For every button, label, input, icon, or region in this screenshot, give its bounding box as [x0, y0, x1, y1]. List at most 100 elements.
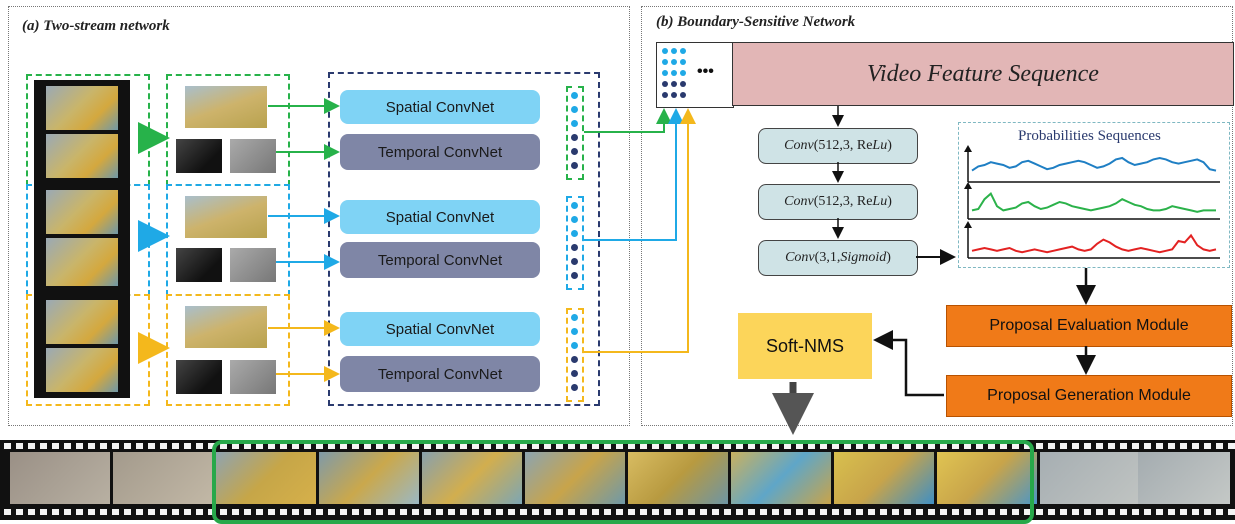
film-sprocket-hole — [340, 443, 347, 449]
probability-charts — [964, 145, 1220, 259]
film-sprocket-hole — [796, 509, 803, 515]
film-sprocket-hole — [772, 509, 779, 515]
film-sprocket-hole — [1060, 443, 1067, 449]
film-sprocket-hole — [1000, 443, 1007, 449]
film-sprocket-hole — [448, 509, 455, 515]
film-sprocket-hole — [1204, 509, 1211, 515]
film-sprocket-hole — [112, 509, 119, 515]
film-sprocket-hole — [28, 509, 35, 515]
film-frame — [937, 452, 1037, 504]
film-sprocket-hole — [940, 509, 947, 515]
film-frame — [731, 452, 831, 504]
film-sprocket-hole — [856, 509, 863, 515]
film-frame — [628, 452, 728, 504]
temporal-convnet-3: Temporal ConvNet — [340, 356, 540, 392]
film-sprocket-hole — [1096, 443, 1103, 449]
video-frame — [46, 86, 118, 130]
video-frame — [46, 134, 118, 178]
prob-axis-arrow — [964, 182, 972, 189]
film-sprocket-hole — [868, 509, 875, 515]
film-sprocket-hole — [100, 509, 107, 515]
film-sprocket-hole — [16, 509, 23, 515]
feature-dot-grid: ••• — [656, 42, 734, 108]
film-sprocket-hole — [784, 443, 791, 449]
film-frame-faded — [1040, 452, 1140, 504]
film-frame — [319, 452, 419, 504]
film-sprocket-hole — [76, 443, 83, 449]
film-sprocket-hole — [328, 509, 335, 515]
feature-dots — [662, 48, 686, 76]
film-sprocket-hole — [916, 509, 923, 515]
film-sprocket-hole — [1192, 443, 1199, 449]
film-sprocket-hole — [700, 509, 707, 515]
panel-a-title: (a) Two-stream network — [22, 18, 170, 34]
film-sprocket-hole — [724, 443, 731, 449]
film-sprocket-hole — [364, 443, 371, 449]
film-sprocket-hole — [1036, 509, 1043, 515]
film-sprocket-hole — [268, 443, 275, 449]
film-sprocket-hole — [4, 443, 11, 449]
film-sprocket-hole — [1024, 509, 1031, 515]
film-sprocket-hole — [784, 509, 791, 515]
film-sprocket-hole — [916, 443, 923, 449]
film-sprocket-hole — [220, 509, 227, 515]
film-sprocket-hole — [820, 443, 827, 449]
film-sprocket-hole — [808, 443, 815, 449]
film-sprocket-hole — [964, 509, 971, 515]
film-sprocket-hole — [808, 509, 815, 515]
film-sprocket-hole — [640, 509, 647, 515]
film-sprocket-hole — [748, 443, 755, 449]
film-sprocket-hole — [64, 509, 71, 515]
panel-b-title: (b) Boundary-Sensitive Network — [656, 14, 856, 30]
film-sprocket-hole — [628, 509, 635, 515]
film-sprocket-hole — [616, 509, 623, 515]
film-sprocket-hole — [1180, 509, 1187, 515]
film-sprocket-hole — [1156, 509, 1163, 515]
film-sprocket-hole — [460, 509, 467, 515]
film-sprocket-hole — [568, 443, 575, 449]
film-sprocket-hole — [424, 509, 431, 515]
film-sprocket-hole — [16, 443, 23, 449]
film-sprocket-hole — [580, 443, 587, 449]
film-sprocket-hole — [544, 443, 551, 449]
film-sprocket-hole — [100, 443, 107, 449]
film-sprocket-hole — [1084, 509, 1091, 515]
film-sprocket-hole — [280, 509, 287, 515]
film-sprocket-hole — [892, 509, 899, 515]
output-film-strip — [0, 440, 1235, 520]
ellipsis-icon: ••• — [697, 63, 714, 80]
film-sprocket-hole — [736, 509, 743, 515]
film-sprocket-hole — [124, 443, 131, 449]
film-sprocket-hole — [40, 509, 47, 515]
film-sprocket-hole — [652, 509, 659, 515]
video-frame — [46, 238, 118, 286]
film-sprocket-hole — [412, 509, 419, 515]
film-sprocket-hole — [700, 443, 707, 449]
film-sprocket-hole — [1132, 509, 1139, 515]
film-sprocket-hole — [376, 509, 383, 515]
film-sprocket-hole — [196, 509, 203, 515]
film-sprocket-hole — [1216, 509, 1223, 515]
feature-vector-3 — [566, 308, 584, 402]
film-sprocket-hole — [160, 509, 167, 515]
optical-flow-x-thumbnail — [176, 360, 222, 394]
film-sprocket-hole — [652, 443, 659, 449]
film-sprocket-hole — [244, 509, 251, 515]
film-sprocket-hole — [952, 443, 959, 449]
film-sprocket-hole — [844, 443, 851, 449]
film-sprocket-hole — [832, 509, 839, 515]
film-frame-faded — [10, 452, 110, 504]
prob-axis-arrow — [964, 221, 972, 228]
film-sprocket-hole — [256, 443, 263, 449]
film-sprocket-hole — [388, 443, 395, 449]
film-sprocket-hole — [292, 443, 299, 449]
film-sprocket-hole — [268, 509, 275, 515]
film-sprocket-hole — [688, 443, 695, 449]
film-sprocket-hole — [1108, 509, 1115, 515]
film-sprocket-hole — [676, 443, 683, 449]
film-sprocket-hole — [304, 509, 311, 515]
optical-flow-x-thumbnail — [176, 248, 222, 282]
film-sprocket-hole — [1120, 509, 1127, 515]
rgb-frame-thumbnail — [185, 306, 267, 348]
spatial-convnet-3: Spatial ConvNet — [340, 312, 540, 346]
